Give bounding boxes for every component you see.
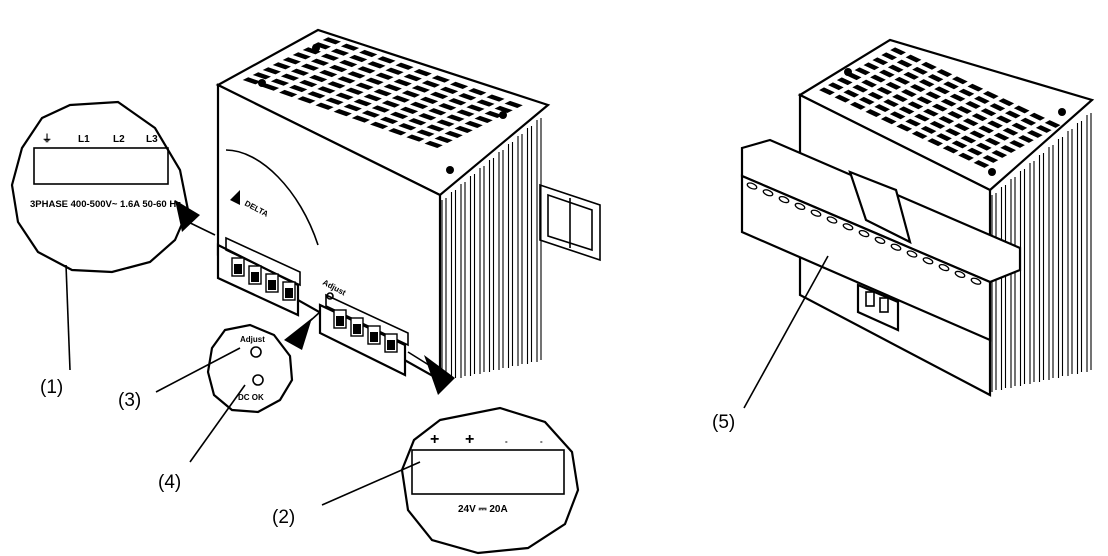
output-terminal-block [318,293,409,377]
ground-symbol: ⏚ [42,133,52,145]
callout-1: (1) [40,377,63,398]
output-terminal-1: + [430,431,439,448]
callout-5: (5) [712,412,735,433]
vent-grid [242,37,523,149]
input-terminal-block [216,236,301,381]
adjust-callout-circle [206,323,294,414]
callout-4: (4) [158,472,181,493]
callout-3: (3) [118,390,141,411]
din-rail-left [539,183,601,262]
output-label-callout: + + - - 24V ⎓ 20A [321,351,580,555]
output-rating-text: 24V ⎓ 20A [458,504,508,515]
terminal-label-l2: L2 [113,134,125,145]
rear-unit [740,38,1095,409]
output-terminal-3: - [505,437,508,446]
output-terminal-4: - [540,437,543,446]
front-unit: DELTA Adjust [215,28,601,382]
dc-ok-label: DC OK [238,393,264,402]
adjust-potentiometer [250,346,262,358]
heatsink-fins-right [991,113,1092,392]
input-rating-text: 3PHASE 400-500V~ 1.6A 50-60 Hz [30,199,181,210]
input-terminal-box [33,147,169,185]
terminal-label-l3: L3 [146,134,158,145]
output-terminal-box [411,449,565,495]
heatsink-fins-left [441,118,542,382]
terminal-label-l1: L1 [78,134,90,145]
dc-ok-led [252,374,264,386]
output-terminal-2: + [465,431,474,448]
adjust-label: Adjust [240,335,265,344]
adjust-callout: Adjust DC OK [155,311,321,463]
input-label-callout: ⏚ L1 L2 L3 3PHASE 400-500V~ 1.6A 50-60 H… [10,100,216,371]
input-callout-circle [10,100,190,274]
din-clip [848,170,912,332]
callout-2: (2) [272,507,295,528]
output-callout-circle [400,406,580,555]
